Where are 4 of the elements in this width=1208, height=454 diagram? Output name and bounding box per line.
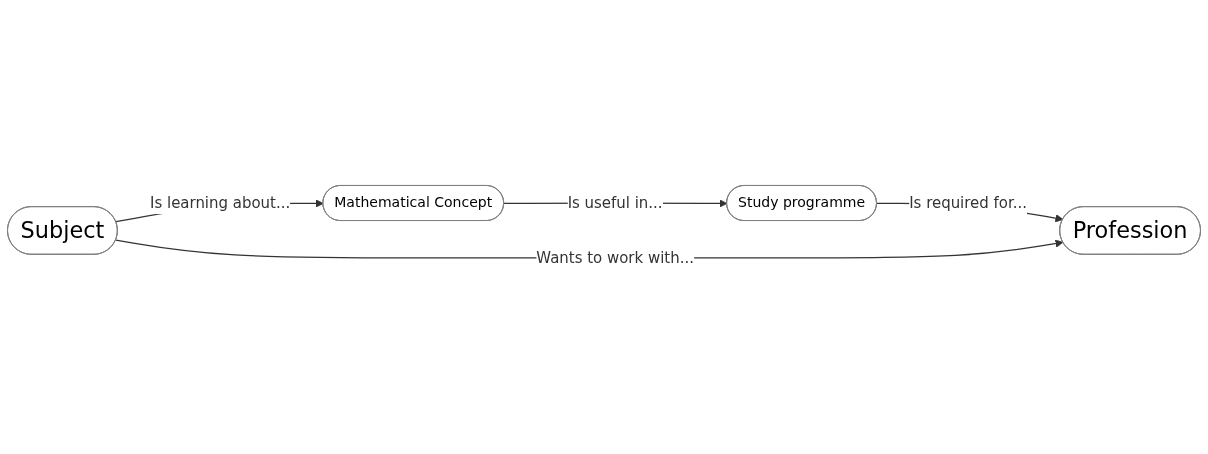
edge-label: Is useful in... [567, 193, 663, 212]
edge-label: Wants to work with... [536, 248, 694, 267]
edge-label: Is required for... [909, 193, 1027, 212]
edge-label: Is learning about... [150, 193, 291, 212]
